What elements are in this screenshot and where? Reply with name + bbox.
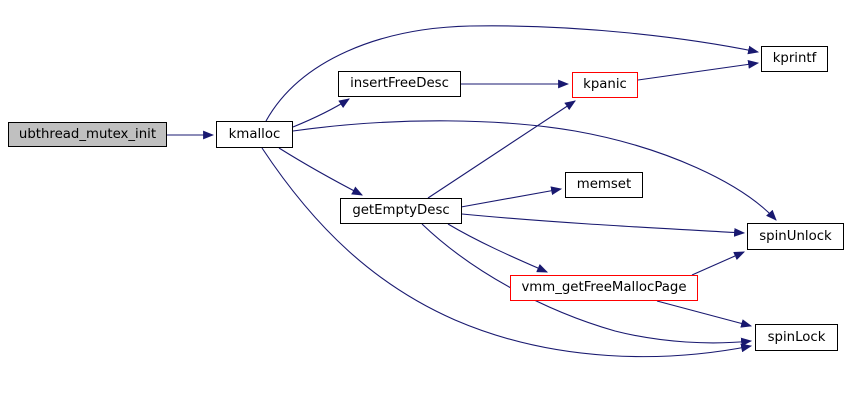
edge-kmalloc-getEmptyDesc — [278, 147, 363, 196]
node-spinunlock[interactable]: spinUnlock — [747, 223, 844, 250]
edge-kmalloc-spinLock — [261, 147, 753, 358]
edge-getEmptyDesc-vmm_getFreeMallocPage — [447, 223, 549, 273]
edge-getEmptyDesc-kpanic — [427, 100, 576, 199]
node-kpanic[interactable]: kpanic — [572, 72, 638, 98]
node-vmm-getfreemallocpage[interactable]: vmm_getFreeMallocPage — [510, 275, 698, 301]
node-kmalloc[interactable]: kmalloc — [216, 121, 293, 148]
node-spinlock[interactable]: spinLock — [755, 324, 838, 351]
edge-kmalloc-spinUnlock — [292, 120, 777, 221]
edge-kmalloc-insertFreeDesc — [292, 98, 350, 128]
node-kprintf[interactable]: kprintf — [761, 46, 828, 72]
node-insertfreedesc[interactable]: insertFreeDesc — [338, 71, 461, 97]
edge-vmm_getFreeMallocPage-spinUnlock — [691, 251, 746, 276]
edge-kpanic-kprintf — [637, 60, 760, 81]
edge-vmm_getFreeMallocPage-spinLock — [656, 300, 753, 328]
edge-getEmptyDesc-spinLock — [421, 223, 753, 347]
edge-kmalloc-kprintf — [265, 25, 760, 122]
edge-getEmptyDesc-spinUnlock — [461, 213, 746, 237]
node-getemptydesc[interactable]: getEmptyDesc — [340, 198, 462, 224]
node-memset[interactable]: memset — [565, 172, 643, 198]
node-ubthread-mutex-init[interactable]: ubthread_mutex_init — [8, 122, 167, 147]
edge-getEmptyDesc-memset — [460, 186, 563, 208]
